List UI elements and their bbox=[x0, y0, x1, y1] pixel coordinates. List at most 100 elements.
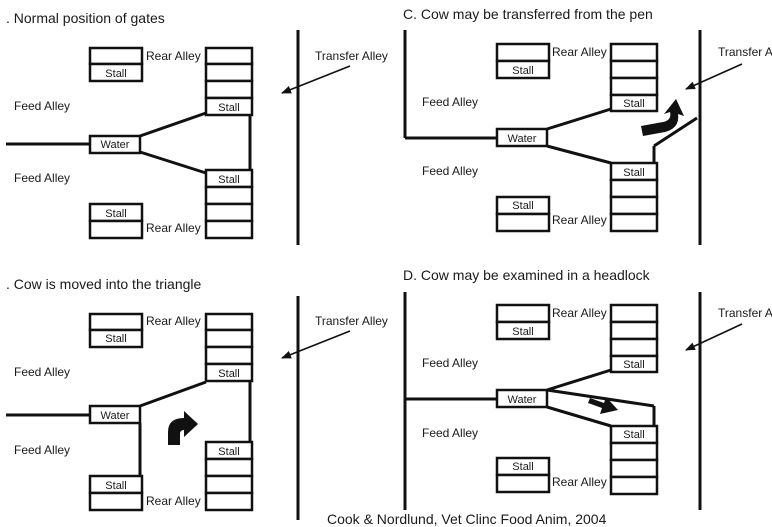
stall-box bbox=[609, 320, 659, 341]
transfer-alley-label: Transfer A bbox=[718, 306, 772, 320]
feed-alley-label: Feed Alley bbox=[14, 99, 70, 113]
stall-box bbox=[609, 178, 659, 199]
stall-box bbox=[495, 212, 551, 233]
stall-box bbox=[204, 46, 254, 66]
arrow-icon bbox=[588, 397, 618, 414]
stall-box bbox=[88, 46, 144, 66]
rear-alley-label: Rear Alley bbox=[146, 49, 201, 63]
stall-label: Stall bbox=[623, 98, 644, 110]
stall-box bbox=[88, 491, 144, 512]
transfer-alley-label: Transfer Alley bbox=[315, 314, 388, 328]
stall-box bbox=[88, 312, 144, 332]
stall-box bbox=[609, 475, 659, 496]
stall-box bbox=[204, 79, 254, 100]
water-label: Water bbox=[101, 139, 130, 151]
stall-box bbox=[204, 345, 254, 366]
gate-upper bbox=[546, 368, 612, 392]
stall-label: Stall bbox=[512, 461, 533, 473]
panel-c: C. Cow may be transferred from the pen S… bbox=[403, 6, 772, 245]
citation-caption: Cook & Nordlund, Vet Clinc Food Anim, 20… bbox=[327, 511, 607, 527]
gate-upper bbox=[139, 111, 207, 138]
stall-box bbox=[495, 303, 551, 324]
water-trough bbox=[88, 404, 142, 425]
stall-box bbox=[88, 62, 144, 83]
transfer-alley-label: Transfer Alley bbox=[315, 49, 388, 63]
stall-label: Stall bbox=[512, 200, 533, 212]
panel-d: D. Cow may be examined in a headlock Sta… bbox=[403, 267, 772, 510]
stall-box bbox=[609, 42, 659, 63]
stall-label: Stall bbox=[218, 446, 239, 458]
gate-lower bbox=[139, 150, 207, 175]
stall-box bbox=[204, 219, 254, 240]
panel-d-title: D. Cow may be examined in a headlock bbox=[403, 267, 651, 283]
headlock-gate bbox=[546, 388, 655, 408]
stall-box bbox=[204, 62, 254, 83]
feed-alley-label: Feed Alley bbox=[14, 171, 70, 185]
pointer-arrow bbox=[281, 65, 351, 94]
feed-alley-label: Feed Alley bbox=[14, 365, 70, 379]
stall-box bbox=[204, 474, 254, 495]
feed-alley-label: Feed Alley bbox=[422, 356, 478, 370]
stall-box bbox=[609, 93, 659, 113]
feed-alley-label: Feed Alley bbox=[422, 426, 478, 440]
water-trough bbox=[495, 127, 549, 148]
stall-label: Stall bbox=[105, 208, 126, 220]
panel-b-title: . Cow is moved into the triangle bbox=[6, 276, 202, 292]
stall-label: Stall bbox=[623, 167, 644, 179]
pointer-arrow bbox=[685, 63, 743, 90]
stall-label: Stall bbox=[218, 174, 239, 186]
stall-box bbox=[495, 59, 551, 80]
stall-box bbox=[204, 96, 254, 117]
panel-c-title: C. Cow may be transferred from the pen bbox=[403, 6, 653, 22]
stall-box bbox=[609, 212, 659, 233]
stall-box bbox=[609, 303, 659, 324]
rear-alley-label: Rear Alley bbox=[552, 306, 607, 320]
gate-upper bbox=[139, 380, 207, 408]
panel-a: . Normal position of gates Stall Rear Al… bbox=[6, 10, 388, 245]
stall-box bbox=[609, 354, 659, 374]
stall-label: Stall bbox=[218, 368, 239, 380]
stall-box bbox=[609, 76, 659, 97]
water-label: Water bbox=[508, 133, 537, 145]
stall-box bbox=[609, 337, 659, 358]
gate-upper bbox=[546, 107, 612, 131]
feed-alley-label: Feed Alley bbox=[14, 443, 70, 457]
stall-box bbox=[495, 320, 551, 341]
rear-alley-label: Rear Alley bbox=[146, 314, 201, 328]
stall-box bbox=[609, 59, 659, 80]
stall-box bbox=[495, 473, 551, 494]
turn-arrow-icon bbox=[168, 411, 198, 445]
water-trough bbox=[88, 134, 142, 155]
transfer-alley-label: Transfer A bbox=[718, 45, 772, 59]
feed-alley-label: Feed Alley bbox=[422, 95, 478, 109]
stall-label: Stall bbox=[623, 359, 644, 371]
rear-alley-label: Rear Alley bbox=[552, 475, 607, 489]
water-label: Water bbox=[101, 410, 130, 422]
stall-label: Stall bbox=[105, 333, 126, 345]
stall-box bbox=[204, 202, 254, 223]
panel-a-title: . Normal position of gates bbox=[6, 10, 165, 26]
water-label: Water bbox=[508, 394, 537, 406]
pointer-arrow bbox=[281, 330, 351, 359]
stall-box bbox=[609, 441, 659, 462]
water-trough bbox=[495, 388, 549, 409]
stall-label: Stall bbox=[218, 102, 239, 114]
stall-label: Stall bbox=[105, 480, 126, 492]
stall-box bbox=[609, 458, 659, 479]
stall-box bbox=[204, 491, 254, 512]
rear-alley-label: Rear Alley bbox=[146, 494, 201, 508]
panel-b: . Cow is moved into the triangle Stall R… bbox=[6, 276, 388, 520]
stall-box bbox=[204, 362, 254, 383]
gate-lower bbox=[546, 405, 612, 428]
gate-lower bbox=[546, 144, 612, 165]
stall-box bbox=[609, 195, 659, 216]
rear-alley-label: Rear Alley bbox=[146, 221, 201, 235]
stall-box bbox=[88, 219, 144, 240]
stall-box bbox=[495, 42, 551, 63]
stall-box bbox=[204, 312, 254, 332]
turn-arrow-icon bbox=[641, 99, 684, 136]
stall-label: Stall bbox=[105, 68, 126, 80]
stall-box bbox=[204, 185, 254, 206]
